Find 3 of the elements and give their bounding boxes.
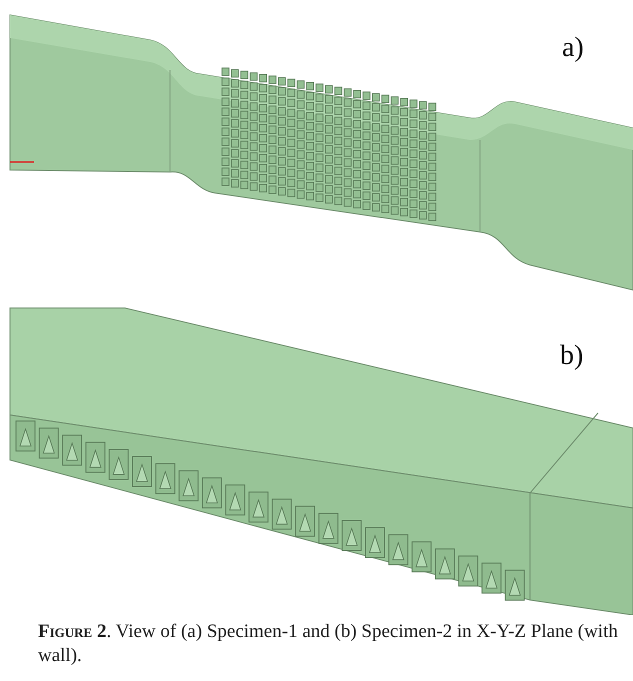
panel-label: b) bbox=[560, 340, 584, 372]
panel-label: a) bbox=[562, 32, 584, 64]
figure-caption: Figure 2. View of (a) Specimen-1 and (b) Specimen-2 in X-Y-Z Plane (with wall). bbox=[38, 620, 619, 668]
